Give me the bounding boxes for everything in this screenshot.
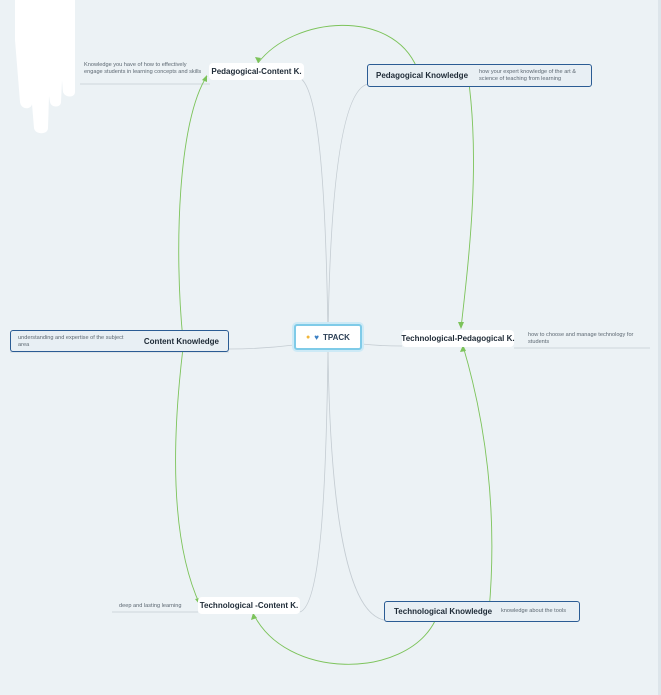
topic-pk-label: Pedagogical Knowledge [376,71,469,80]
relationship-tk-to-tck [252,612,436,665]
branch-to-tpk [361,343,403,347]
note-tpk: how to choose and manage technology for … [528,332,634,345]
topic-pedagogical-content-k[interactable]: Pedagogical-Content K. [209,63,304,80]
note-pck: Knowledge you have of how to effectively… [84,62,202,75]
relationship-tk-to-tpk [462,345,493,612]
note-tck: deep and lasting learning [119,603,182,609]
branch-to-ck [228,344,295,350]
topic-ck-label: Content Knowledge [143,336,219,346]
topic-pedagogical-knowledge[interactable]: Pedagogical Knowledge [367,64,592,87]
topic-content-knowledge[interactable]: Content Knowledge [10,330,229,352]
topic-technological-knowledge[interactable]: Technological Knowledge [384,601,580,622]
arrow-head-tpk-top [458,322,464,329]
relationship-ck-to-pck [178,75,208,341]
topic-tk-label: Technological Knowledge [394,607,493,616]
central-topic-tpack[interactable]: ● ♥ TPACK [294,324,362,350]
branch-to-tk [327,349,385,621]
relationship-ck-to-tck [175,347,201,606]
topic-tpk-label: Technological-Pedagogical K. [401,334,515,343]
lightbulb-icon: ● [306,333,311,341]
note-ck: understanding and expertise of the subje… [18,335,124,348]
central-topic-label: TPACK [323,332,350,342]
branch-to-tck [299,349,329,613]
relationship-pk-to-tpk [460,75,474,329]
right-frame-border [658,0,661,695]
relationship-pk-to-pck [257,25,418,69]
topic-technological-content-k[interactable]: Technological -Content K. [198,597,300,614]
topic-technological-pedagogical-k[interactable]: Technological-Pedagogical K. [401,330,515,347]
heart-icon: ♥ [314,332,319,342]
topic-pck-label: Pedagogical-Content K. [211,67,302,76]
arrow-head-tpk-bottom [460,345,466,352]
branch-to-pk [327,83,369,338]
note-tk: knowledge about the tools [501,608,566,614]
arrow-head-pck-left [202,75,207,82]
arrow-head-pck-top [255,57,261,63]
note-pk: how your expert knowledge of the art & s… [479,69,577,82]
branch-to-pck [299,77,329,338]
arrow-head-tck-bottom [251,613,257,620]
topic-tck-label: Technological -Content K. [199,601,299,610]
redaction-mask [15,0,75,134]
